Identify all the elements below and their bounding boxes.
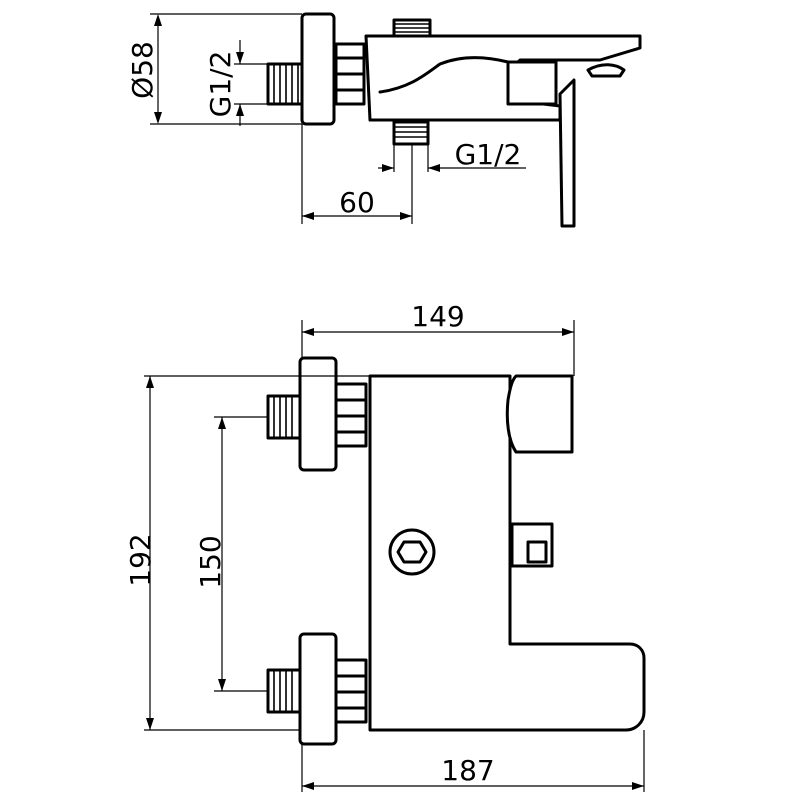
front-top-thread: [266, 394, 302, 440]
dim-center-distance: [214, 416, 268, 692]
side-body: [364, 34, 642, 122]
front-body: [368, 374, 646, 732]
height-label: 192: [124, 533, 157, 586]
depth-label: 60: [339, 186, 375, 219]
dim-height: [144, 375, 370, 731]
front-handle: [505, 374, 574, 454]
width-label: 149: [411, 300, 464, 333]
front-bottom-hex-nut: [334, 658, 368, 724]
front-view: 149 192 150 187: [124, 300, 646, 792]
front-top-hex-nut: [334, 382, 368, 448]
dim-diameter: [150, 13, 302, 125]
dim-thread-outlet: [378, 144, 526, 172]
center-distance-label: 150: [194, 535, 227, 588]
front-bottom-flange: [298, 632, 338, 746]
front-center-plug: [388, 528, 436, 576]
side-view: Ø58 G1/2 G1/2 60: [126, 12, 642, 228]
side-body-curve: [378, 56, 510, 94]
side-lever: [558, 78, 576, 228]
side-wall-flange: [300, 12, 336, 126]
dim-width: [301, 320, 575, 376]
dim-overall-width: [301, 730, 645, 792]
overall-width-label: 187: [441, 754, 494, 787]
dim-depth: [301, 124, 413, 224]
thread-inlet-label: G1/2: [204, 51, 237, 118]
dim-thread-inlet: [234, 40, 268, 126]
thread-outlet-label: G1/2: [455, 138, 522, 171]
front-top-flange: [298, 356, 338, 472]
side-handle-cartridge: [506, 60, 558, 106]
side-bottom-thread: [392, 120, 430, 146]
side-hex-nut: [334, 42, 366, 106]
side-inlet-thread: [266, 62, 304, 106]
front-diverter-knob: [510, 522, 554, 568]
side-spout-outlet: [586, 63, 626, 78]
side-top-thread: [392, 18, 432, 38]
front-bottom-thread: [266, 668, 302, 714]
diameter-label: Ø58: [126, 41, 159, 99]
